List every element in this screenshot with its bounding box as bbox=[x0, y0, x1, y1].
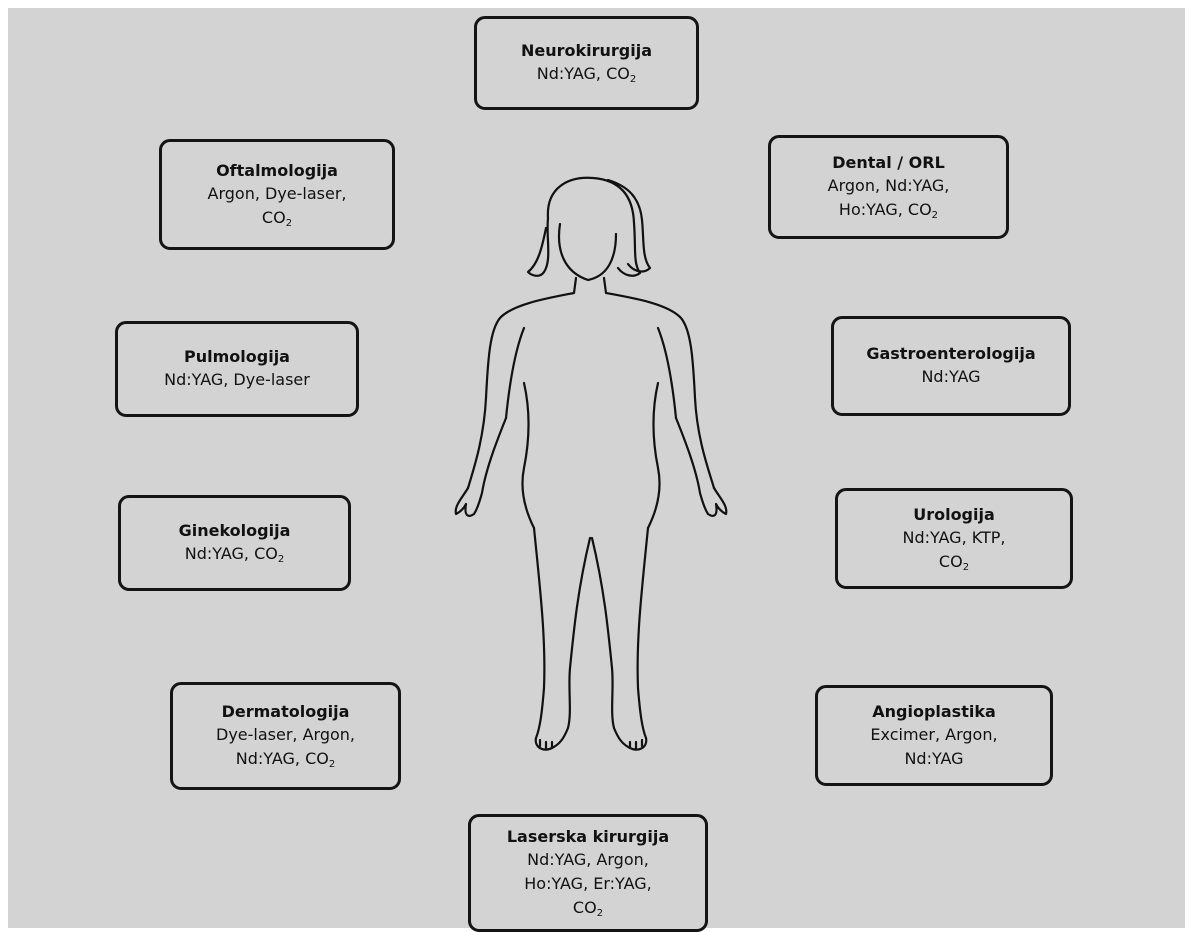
box-dermatologija: Dermatologija Dye-laser, Argon,Nd:YAG, C… bbox=[170, 682, 401, 790]
box-line: Nd:YAG, Dye-laser bbox=[164, 368, 310, 392]
box-line: Dye-laser, Argon, bbox=[216, 723, 355, 747]
box-laserska-kirurgija: Laserska kirurgija Nd:YAG, Argon,Ho:YAG,… bbox=[468, 814, 708, 932]
box-line: CO2 bbox=[902, 550, 1005, 574]
box-pulmologija: Pulmologija Nd:YAG, Dye-laser bbox=[115, 321, 359, 417]
box-line: Argon, Nd:YAG, bbox=[828, 174, 950, 198]
box-body: Nd:YAG, CO2 bbox=[185, 542, 284, 566]
box-neurokirurgija: Neurokirurgija Nd:YAG, CO2 bbox=[474, 16, 699, 110]
box-line: Nd:YAG bbox=[870, 747, 997, 771]
box-line: Nd:YAG, Argon, bbox=[524, 848, 651, 872]
box-title: Ginekologija bbox=[179, 520, 291, 542]
box-body: Argon, Dye-laser,CO2 bbox=[208, 182, 347, 230]
box-line: Ho:YAG, CO2 bbox=[828, 198, 950, 222]
box-line: Nd:YAG, CO2 bbox=[185, 542, 284, 566]
box-dental-orl: Dental / ORL Argon, Nd:YAG,Ho:YAG, CO2 bbox=[768, 135, 1009, 239]
box-title: Laserska kirurgija bbox=[507, 826, 669, 848]
box-body: Excimer, Argon,Nd:YAG bbox=[870, 723, 997, 771]
box-oftalmologija: Oftalmologija Argon, Dye-laser,CO2 bbox=[159, 139, 395, 250]
box-body: Nd:YAG, KTP,CO2 bbox=[902, 526, 1005, 574]
box-ginekologija: Ginekologija Nd:YAG, CO2 bbox=[118, 495, 351, 591]
box-line: Ho:YAG, Er:YAG, bbox=[524, 872, 651, 896]
box-body: Nd:YAG bbox=[921, 365, 980, 389]
human-body-outline bbox=[428, 168, 748, 758]
box-title: Dental / ORL bbox=[832, 152, 945, 174]
box-line: Argon, Dye-laser, bbox=[208, 182, 347, 206]
box-line: Nd:YAG, KTP, bbox=[902, 526, 1005, 550]
box-line: Excimer, Argon, bbox=[870, 723, 997, 747]
box-body: Nd:YAG, CO2 bbox=[537, 62, 636, 86]
box-body: Nd:YAG, Dye-laser bbox=[164, 368, 310, 392]
box-line: Nd:YAG bbox=[921, 365, 980, 389]
box-title: Neurokirurgija bbox=[521, 40, 652, 62]
box-line: CO2 bbox=[524, 896, 651, 920]
box-title: Oftalmologija bbox=[216, 160, 338, 182]
box-body: Nd:YAG, Argon,Ho:YAG, Er:YAG,CO2 bbox=[524, 848, 651, 920]
box-title: Pulmologija bbox=[184, 346, 290, 368]
box-angioplastika: Angioplastika Excimer, Argon,Nd:YAG bbox=[815, 685, 1053, 786]
box-title: Angioplastika bbox=[872, 701, 996, 723]
box-line: Nd:YAG, CO2 bbox=[537, 62, 636, 86]
box-gastroenterologija: Gastroenterologija Nd:YAG bbox=[831, 316, 1071, 416]
box-line: Nd:YAG, CO2 bbox=[216, 747, 355, 771]
box-body: Argon, Nd:YAG,Ho:YAG, CO2 bbox=[828, 174, 950, 222]
box-line: CO2 bbox=[208, 206, 347, 230]
box-urologija: Urologija Nd:YAG, KTP,CO2 bbox=[835, 488, 1073, 589]
box-title: Dermatologija bbox=[222, 701, 350, 723]
diagram-panel: Neurokirurgija Nd:YAG, CO2 Oftalmologija… bbox=[8, 8, 1185, 928]
box-title: Urologija bbox=[913, 504, 995, 526]
box-title: Gastroenterologija bbox=[866, 343, 1035, 365]
box-body: Dye-laser, Argon,Nd:YAG, CO2 bbox=[216, 723, 355, 771]
